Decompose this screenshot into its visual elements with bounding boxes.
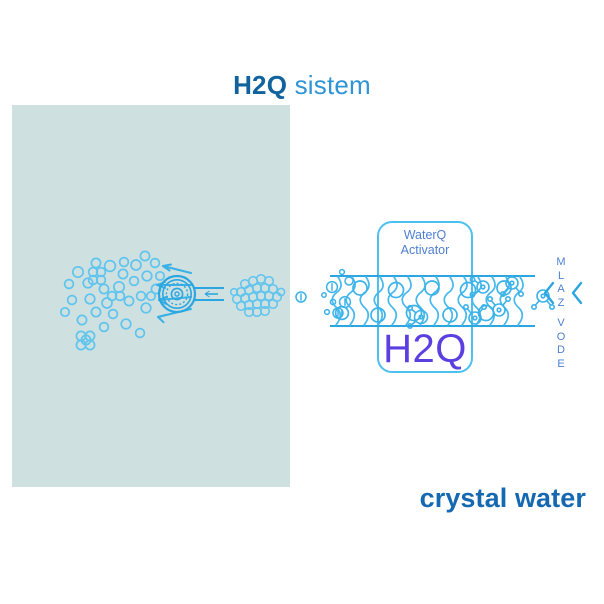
crystal-lattice-cluster	[229, 273, 286, 318]
flow-letter-8: E	[557, 357, 565, 370]
flow-letter-3: Z	[557, 296, 565, 309]
flow-letter-5: V	[557, 317, 565, 329]
flow-label-vertical: M L A Z V O D E	[550, 256, 572, 371]
untreated-water-bubbles	[59, 250, 166, 351]
activator-logo: H2Q	[383, 327, 467, 371]
activator-label-line1: WaterQ	[403, 228, 447, 242]
flow-letter-7: D	[557, 344, 565, 356]
flow-letter-1: L	[557, 269, 565, 282]
structured-water-molecules	[406, 276, 555, 329]
flow-letter-gap	[550, 310, 572, 317]
page-title-strong: H2Q	[233, 70, 288, 100]
membrane-strands	[331, 276, 524, 326]
flow-direction-chevrons	[543, 281, 583, 305]
brand-wordmark: crystal water	[419, 483, 586, 513]
page-title: H2Q sistem	[0, 70, 604, 101]
activator-label-line2: Activator	[400, 243, 450, 257]
page-title-light: sistem	[294, 70, 371, 100]
water-nozzle	[157, 274, 224, 314]
activator-membrane	[330, 275, 535, 327]
flow-letter-0: M	[556, 256, 566, 268]
flow-letter-2: A	[557, 283, 565, 295]
flow-letter-6: O	[556, 330, 566, 343]
activator-label: WaterQ Activator	[378, 228, 472, 258]
